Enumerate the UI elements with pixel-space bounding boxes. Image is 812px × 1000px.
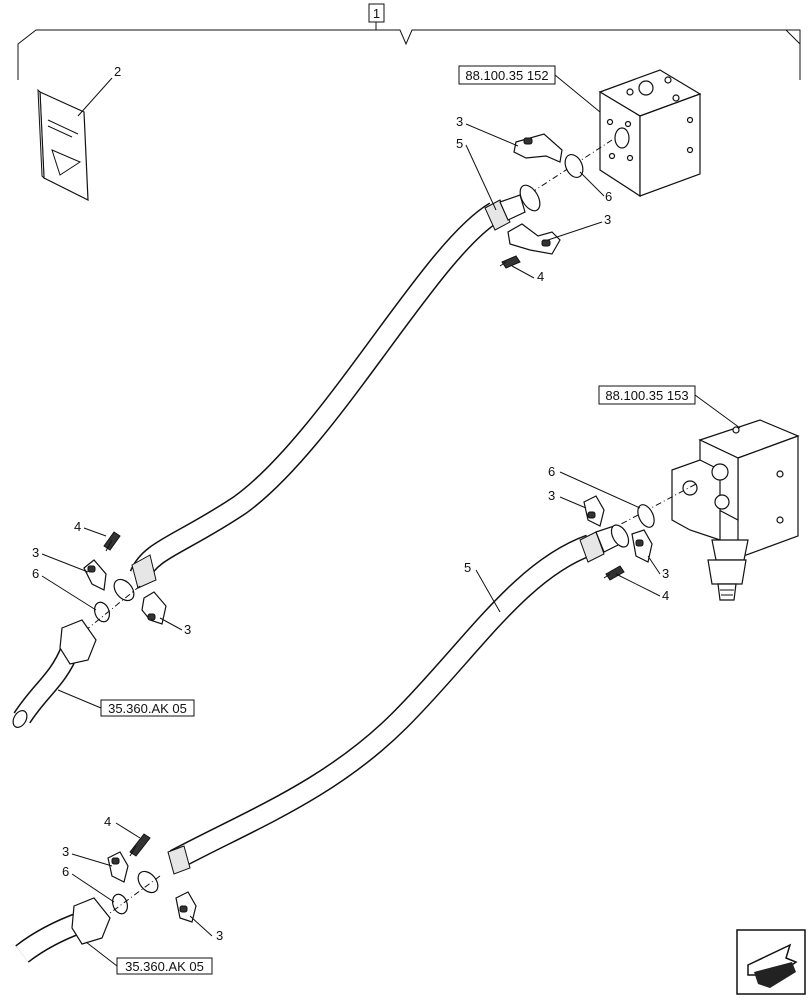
ref-pipe-upper[interactable]: 35.360.AK 05 [108, 701, 187, 716]
callout-bot-3a: 3 [62, 844, 69, 859]
clamp-bottom-a[interactable] [107, 851, 129, 883]
callout-top-3b: 3 [604, 212, 611, 227]
assembly-label: 1 [373, 6, 380, 21]
callout-top-6: 6 [605, 189, 612, 204]
screw-bottom[interactable] [129, 833, 151, 857]
pipe-lower-left[interactable] [15, 897, 111, 963]
oring-mid[interactable] [635, 502, 658, 530]
callout-left-3b: 3 [184, 622, 191, 637]
ref-pipe-lower[interactable]: 35.360.AK 05 [125, 959, 204, 974]
oring-bottom[interactable] [110, 892, 130, 916]
callout-bot-3b: 3 [216, 928, 223, 943]
callout-left-3a: 3 [32, 545, 39, 560]
clamp-top-a[interactable] [513, 133, 563, 163]
callout-top-3a: 3 [456, 114, 463, 129]
ref-valve-mid[interactable]: 88.100.35 153 [605, 388, 688, 403]
callout-2: 2 [114, 64, 121, 79]
screw-mid[interactable] [603, 565, 625, 581]
clamp-mid-a[interactable] [583, 495, 605, 527]
pipe-upper-left[interactable] [10, 619, 97, 730]
callout-left-4: 4 [74, 519, 81, 534]
callout-mid-3a: 3 [548, 488, 555, 503]
callout-bot-4: 4 [104, 814, 111, 829]
callout-mid-6: 6 [548, 464, 555, 479]
callout-mid-4: 4 [662, 588, 669, 603]
clamp-top-b[interactable] [507, 223, 561, 255]
callout-bot-6: 6 [62, 864, 69, 879]
valve-block-mid[interactable] [671, 419, 800, 601]
ref-valve-top[interactable]: 88.100.35 152 [465, 68, 548, 83]
oring-top[interactable] [562, 152, 587, 181]
clamp-mid-b[interactable] [631, 529, 653, 563]
callout-mid-3b: 3 [662, 566, 669, 581]
clamp-left-b[interactable] [141, 591, 167, 625]
screw-left[interactable] [103, 531, 121, 552]
callout-top-4: 4 [537, 269, 544, 284]
callout-mid-5: 5 [464, 560, 471, 575]
screw-top[interactable] [499, 255, 521, 269]
callout-top-5: 5 [456, 136, 463, 151]
operator-manual[interactable]: 2 [37, 64, 121, 201]
oring-left[interactable] [92, 600, 112, 624]
hose-bottom[interactable] [134, 522, 632, 896]
callout-left-6: 6 [32, 566, 39, 581]
assembly-bracket: 1 [17, 3, 801, 80]
clamp-bottom-b[interactable] [175, 891, 197, 923]
clamp-left-a[interactable] [83, 559, 107, 591]
hose-top[interactable] [110, 182, 544, 604]
valve-block-top[interactable] [598, 69, 702, 198]
next-page-arrow-icon[interactable] [736, 929, 806, 995]
